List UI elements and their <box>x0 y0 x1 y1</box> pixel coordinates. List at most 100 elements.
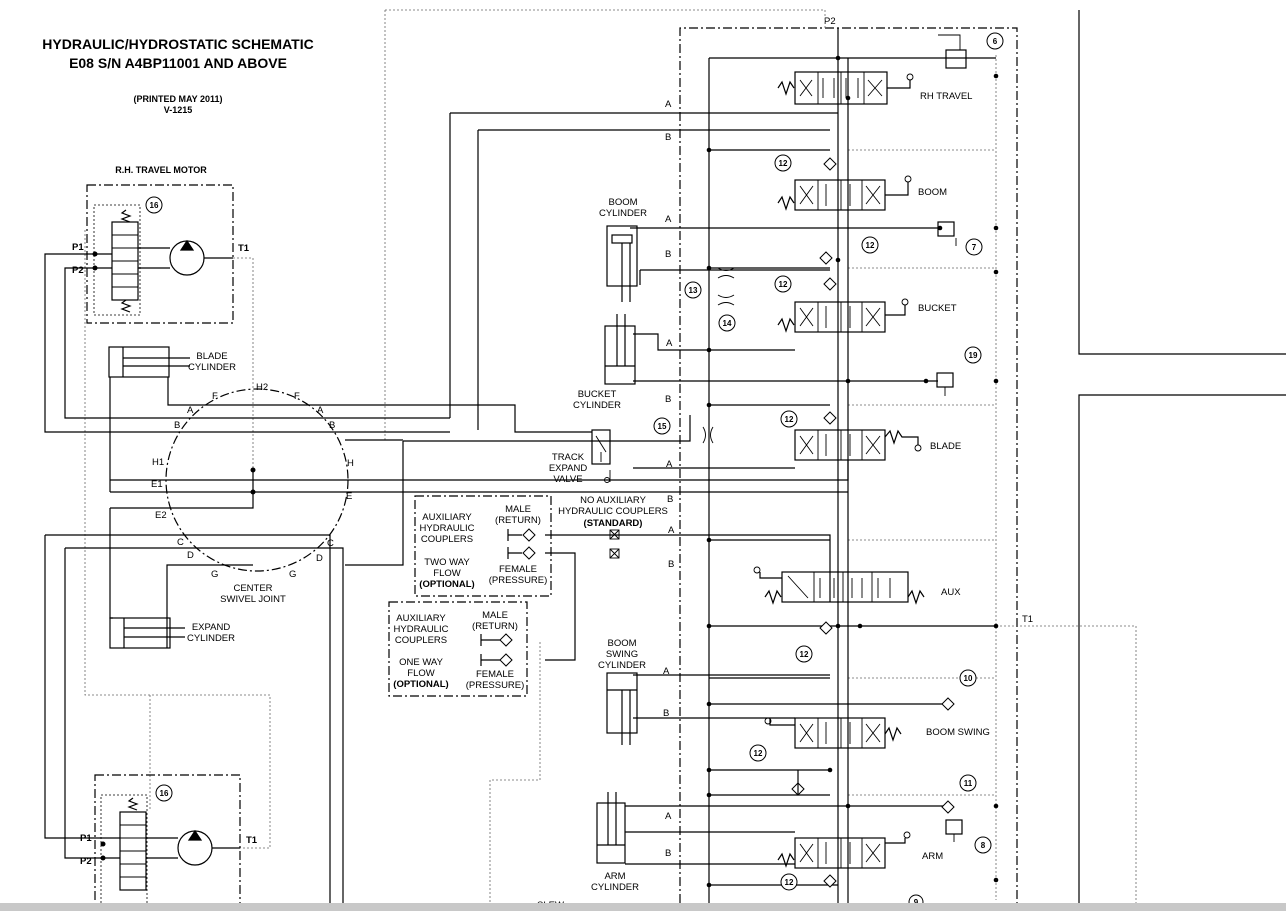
one-way-male-1: MALE <box>482 610 508 621</box>
swivel-port-h2: H2 <box>256 382 268 393</box>
swivel-label-2: SWIVEL JOINT <box>220 594 286 605</box>
arm-cylinder: ARM CYLINDER <box>591 792 639 893</box>
swivel-port-g-left: G <box>211 569 218 580</box>
schematic-title-line2: E08 S/N A4BP11001 AND ABOVE <box>69 55 287 71</box>
callout-balloons: 6 12 12 7 13 12 14 19 12 15 12 10 12 11 … <box>145 32 1004 910</box>
rh-motor-p2: P2 <box>72 265 84 276</box>
one-way-female-1: FEMALE <box>476 669 514 680</box>
swivel-port-f-right: F <box>294 391 300 402</box>
two-way-optional: (OPTIONAL) <box>419 579 474 590</box>
spool-label-bucket: BUCKET <box>918 303 957 314</box>
boom-swing-spool: BOOM SWING <box>764 717 990 749</box>
callout-9: 9 <box>914 898 919 907</box>
swivel-port-e2: E2 <box>155 510 167 521</box>
swivel-port-e1: E1 <box>151 479 163 490</box>
two-way-aux-2: HYDRAULIC <box>420 523 475 534</box>
relief-valves <box>936 34 967 842</box>
spool-label-aux: AUX <box>941 587 961 598</box>
two-way-female-2: (PRESSURE) <box>489 575 548 586</box>
one-way-aux-1: AUXILIARY <box>396 613 446 624</box>
port-a-arm: A <box>665 811 672 822</box>
callout-19: 19 <box>969 351 978 360</box>
bucket-cylinder-label-2: CYLINDER <box>573 400 621 411</box>
track-expand-label-1: TRACK <box>552 452 585 463</box>
two-way-female-1: FEMALE <box>499 564 537 575</box>
two-way-flow-1: TWO WAY <box>424 557 470 568</box>
callout-16-top: 16 <box>150 201 159 210</box>
port-b-rh-travel: B <box>665 132 671 143</box>
swivel-port-d-left: D <box>187 550 194 561</box>
boom-swing-cylinder: BOOM SWING CYLINDER <box>598 638 646 745</box>
expand-cylinder-label-2: CYLINDER <box>187 633 235 644</box>
callout-12-arm: 12 <box>785 878 794 887</box>
swivel-port-h1: H1 <box>152 457 164 468</box>
port-b-boom-swing: B <box>663 708 669 719</box>
control-valve-boundary <box>679 27 1018 903</box>
bucket-cylinder-label-1: BUCKET <box>578 389 617 400</box>
callout-11: 11 <box>964 779 973 788</box>
port-b-arm: B <box>665 848 671 859</box>
expand-cylinder: EXPAND CYLINDER <box>109 617 235 649</box>
port-b-boom: B <box>665 249 671 260</box>
frame-right <box>1078 10 1286 903</box>
expand-cylinder-label-1: EXPAND <box>192 622 231 633</box>
port-b-aux: B <box>668 559 674 570</box>
blade-spool: BLADE <box>794 429 961 461</box>
boom-swing-label-3: CYLINDER <box>598 660 646 671</box>
spool-label-boom-swing: BOOM SWING <box>926 727 990 738</box>
rh-motor-p1: P1 <box>72 242 84 253</box>
two-way-male-2: (RETURN) <box>495 515 541 526</box>
swivel-port-g-right: G <box>289 569 296 580</box>
callout-6: 6 <box>993 37 998 46</box>
port-a-bucket: A <box>666 338 673 349</box>
one-way-female-2: (PRESSURE) <box>466 680 525 691</box>
spool-label-boom: BOOM <box>918 187 947 198</box>
one-way-optional: (OPTIONAL) <box>393 679 448 690</box>
two-way-aux-3: COUPLERS <box>421 534 473 545</box>
pilot-lines <box>84 9 1137 903</box>
lh-motor-t1: T1 <box>246 835 258 846</box>
one-way-coupler-box: AUXILIARY HYDRAULIC COUPLERS ONE WAY FLO… <box>388 601 528 697</box>
boom-swing-label-1: BOOM <box>607 638 636 649</box>
port-t1-right: T1 <box>1022 614 1033 625</box>
blade-cylinder: BLADE CYLINDER <box>108 346 236 378</box>
callout-12-boom-b: 12 <box>866 241 875 250</box>
boom-cylinder: BOOM CYLINDER <box>599 197 647 302</box>
port-b-bucket: B <box>665 394 671 405</box>
swivel-port-a-right: A <box>317 405 324 416</box>
one-way-male-2: (RETURN) <box>472 621 518 632</box>
callout-12-blade: 12 <box>785 415 794 424</box>
bucket-cylinder: BUCKET CYLINDER <box>573 314 636 411</box>
one-way-flow-2: FLOW <box>407 668 434 679</box>
callout-12-swing: 12 <box>754 749 763 758</box>
arm-spool: ARM <box>777 831 943 869</box>
left-hose-routing <box>44 253 592 903</box>
no-aux-label-1: NO AUXILIARY <box>580 495 646 506</box>
callout-7: 7 <box>972 243 977 252</box>
one-way-aux-3: COUPLERS <box>395 635 447 646</box>
two-way-aux-1: AUXILIARY <box>422 512 472 523</box>
callout-12-aux: 12 <box>800 650 809 659</box>
port-a-aux: A <box>668 525 675 536</box>
schematic-title-line1: HYDRAULIC/HYDROSTATIC SCHEMATIC <box>42 36 313 52</box>
two-way-male-1: MALE <box>505 504 531 515</box>
spool-label-rh-travel: RH TRAVEL <box>920 91 972 102</box>
junction-dots <box>92 55 999 888</box>
bucket-spool: BUCKET <box>777 298 957 333</box>
blade-cylinder-label-2: CYLINDER <box>188 362 236 373</box>
rh-motor-t1: T1 <box>238 243 250 254</box>
arm-cylinder-label-2: CYLINDER <box>591 882 639 893</box>
port-p2-top: P2 <box>824 16 836 27</box>
boom-cylinder-label-1: BOOM <box>608 197 637 208</box>
swivel-port-b-right: B <box>329 420 335 431</box>
lh-motor-p2: P2 <box>80 856 92 867</box>
aux-spool: AUX <box>753 566 961 605</box>
swivel-port-b-left: B <box>174 420 180 431</box>
rh-travel-motor: R.H. TRAVEL MOTOR P1 P2 T1 <box>72 165 250 324</box>
viewer-bottom-bar <box>0 903 1286 911</box>
port-b-blade: B <box>667 494 673 505</box>
one-way-aux-2: HYDRAULIC <box>394 624 449 635</box>
center-swivel-joint: CENTER SWIVEL JOINT H2 F F A A B B H1 H … <box>151 382 354 605</box>
port-a-boom-swing: A <box>663 666 670 677</box>
